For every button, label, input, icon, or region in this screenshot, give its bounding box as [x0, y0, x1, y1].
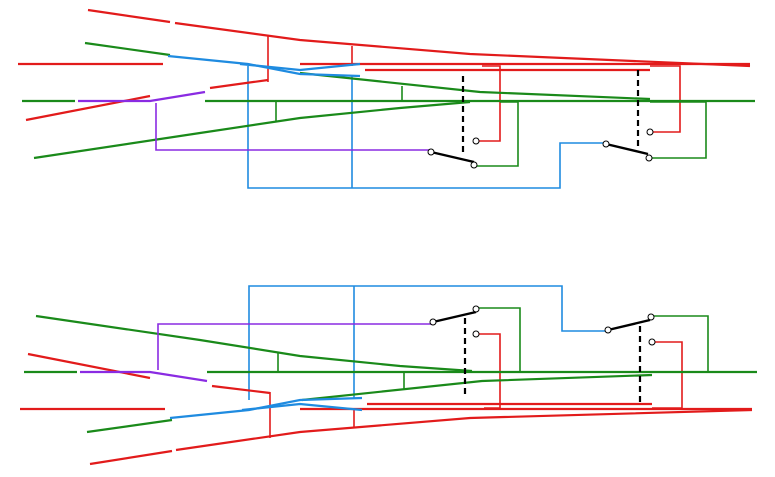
bottom-switch-2-terminal-common: [604, 326, 612, 334]
top-switch-2: [602, 70, 654, 162]
top-purple: [78, 90, 430, 151]
top-green-closure-rail: [299, 71, 651, 101]
top-red-lower-rail: [25, 94, 151, 122]
top-blue-feed-wire: [247, 66, 605, 189]
bottom-red-diverging-rail-a: [89, 449, 173, 466]
bottom-diagram: [20, 285, 757, 466]
top-red-wiring: [267, 36, 681, 142]
bottom-switch-2-lever: [607, 318, 651, 332]
bottom-red-rails: [20, 352, 753, 466]
top-switch-2-lever: [605, 142, 649, 156]
top-green-rails: [22, 41, 755, 160]
top-purple-frog-wire: [155, 103, 430, 151]
top-red-diverging-rail-a: [87, 8, 171, 24]
bottom-switch-2: [604, 313, 656, 404]
top-red-diverging-rail-b: [174, 21, 751, 68]
top-red-to-switch-1: [476, 65, 501, 142]
bottom-blue-feed-wire: [248, 285, 607, 400]
bottom-green-lower-rail: [86, 418, 173, 434]
top-red-lower-rail-b: [209, 78, 269, 90]
bottom-switch-2-terminal-b: [648, 338, 656, 346]
top-switch-1-terminal-common: [427, 148, 435, 156]
top-diagram: [18, 8, 755, 189]
top-switch-1: [427, 76, 480, 169]
top-blue-wiring: [247, 66, 605, 189]
top-blue-rails: [167, 54, 361, 78]
bottom-green-diverging-rail: [35, 314, 473, 373]
bottom-green-to-switch-1: [476, 307, 521, 373]
bottom-blue-rails: [169, 396, 363, 420]
top-blue-point-rail-a: [167, 54, 361, 78]
bottom-purple-frog-rail: [80, 370, 208, 383]
top-green-wiring: [275, 86, 707, 167]
bottom-blue-point-rail-a: [169, 396, 363, 420]
top-green-to-switch-2: [650, 101, 707, 159]
bottom-switch-1-lever: [432, 310, 477, 324]
top-green-diverging-rail: [33, 100, 471, 160]
bottom-switch-1: [429, 305, 480, 398]
bottom-red-wiring: [269, 333, 683, 438]
bottom-switch-1-terminal-common: [429, 318, 437, 326]
bottom-purple: [80, 323, 432, 383]
top-green-upper-rail: [84, 41, 171, 57]
bottom-green-closure-rail: [301, 373, 653, 402]
top-switch-2-terminal-a: [646, 128, 654, 136]
top-switch-2-terminal-b: [645, 154, 653, 162]
top-purple-frog-rail: [78, 90, 206, 103]
top-switch-2-terminal-common: [602, 140, 610, 148]
bottom-red-to-switch-2: [652, 341, 683, 409]
bottom-blue-wiring: [248, 285, 607, 400]
bottom-green-wiring: [277, 307, 709, 390]
top-blue-point-rail-b: [239, 62, 361, 72]
top-green-to-switch-1: [476, 101, 519, 167]
bottom-green-to-switch-2: [652, 315, 709, 373]
bottom-red-diverging-rail-b: [175, 408, 753, 452]
bottom-red-upper-rail: [27, 352, 151, 380]
top-red-to-switch-2: [650, 65, 681, 133]
top-switch-1-terminal-b: [470, 161, 478, 169]
top-switch-1-lever: [430, 150, 475, 164]
bottom-switch-2-terminal-a: [647, 313, 655, 321]
top-red-rails: [18, 8, 751, 122]
top-switch-1-terminal-a: [472, 137, 480, 145]
bottom-blue-point-rail-b: [241, 402, 363, 412]
bottom-switch-1-terminal-b: [472, 330, 480, 338]
bottom-red-upper-rail-b: [211, 384, 271, 395]
bottom-purple-frog-wire: [157, 323, 432, 370]
bottom-switch-1-terminal-a: [472, 305, 480, 313]
